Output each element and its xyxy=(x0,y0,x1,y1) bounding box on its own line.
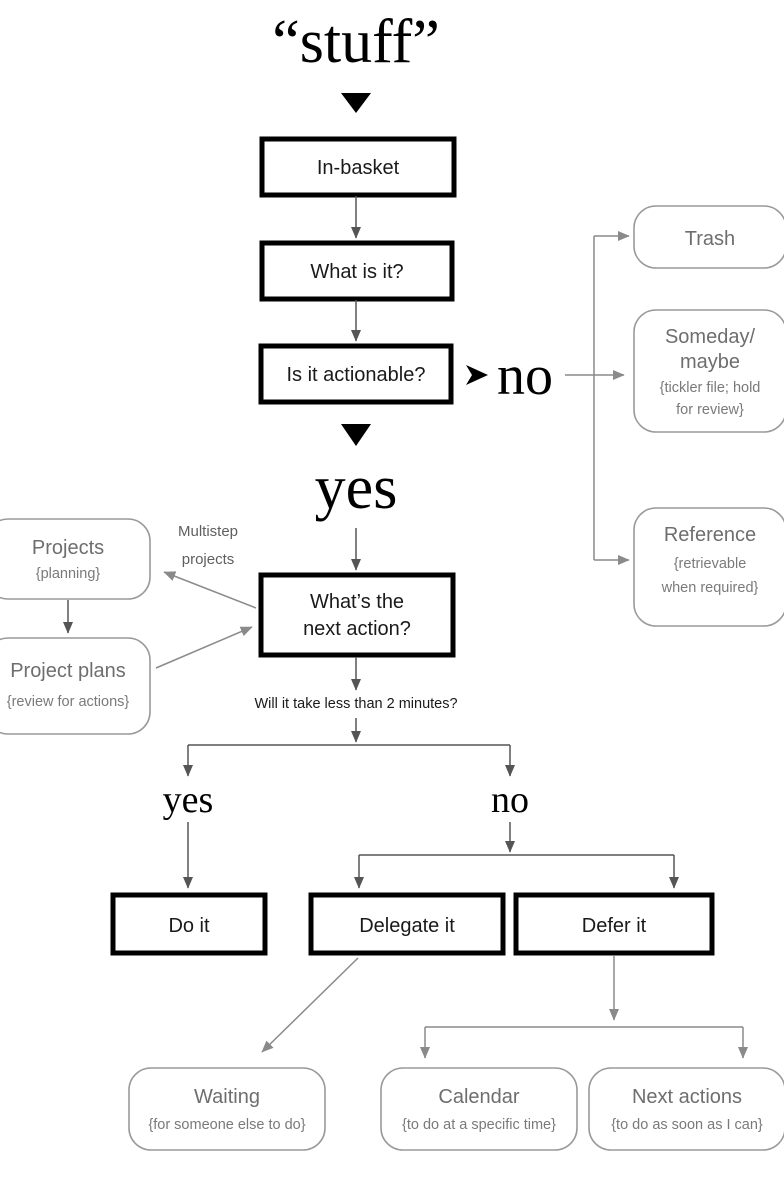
box-reference xyxy=(633,507,784,627)
box-someday-maybe-sub-line2: for review} xyxy=(676,402,744,418)
box-trash-label: Trash xyxy=(685,228,735,250)
box-is-it-actionable xyxy=(258,343,454,405)
box-someday-maybe xyxy=(633,309,784,433)
box-someday-maybe-sub-line1: {tickler file; hold xyxy=(660,380,761,396)
box-calendar-label: Calendar xyxy=(438,1086,520,1108)
box-defer-it-label: Defer it xyxy=(582,915,647,937)
arrow-delegate-to-waiting xyxy=(261,957,359,1053)
label-actionable-yes: yes xyxy=(315,454,398,522)
label-two-minute-no: no xyxy=(491,779,529,821)
box-next-actions-sub: {to do as soon as I can} xyxy=(611,1117,763,1133)
chevron-down-icon-title xyxy=(341,93,371,113)
box-waiting xyxy=(128,1067,326,1151)
box-calendar-sub: {to do at a specific time} xyxy=(402,1117,556,1133)
box-next-action-label-line2: next action? xyxy=(303,618,411,640)
label-two-minute-yes: yes xyxy=(163,779,214,821)
box-trash xyxy=(633,205,784,269)
box-next-actions-label: Next actions xyxy=(632,1086,742,1108)
note-multistep-line2: projects xyxy=(182,551,235,568)
box-in-basket-label: In-basket xyxy=(317,157,400,179)
box-next-actions xyxy=(588,1067,784,1151)
box-projects-sub: {planning} xyxy=(36,566,101,582)
box-next-action-label-line1: What’s the xyxy=(310,591,404,613)
arrowhead-to-no xyxy=(466,365,488,385)
box-calendar xyxy=(380,1067,578,1151)
box-projects-label: Projects xyxy=(32,537,104,559)
box-next-action xyxy=(258,572,456,658)
arrow-next-action-to-projects xyxy=(163,571,257,609)
box-waiting-label: Waiting xyxy=(194,1086,260,1108)
box-delegate-it-label: Delegate it xyxy=(359,915,455,937)
box-waiting-sub: {for someone else to do} xyxy=(148,1117,305,1133)
box-is-it-actionable-label: Is it actionable? xyxy=(287,364,426,386)
box-reference-label: Reference xyxy=(664,524,756,546)
box-project-plans-sub: {review for actions} xyxy=(7,694,130,710)
box-someday-maybe-label-line2: maybe xyxy=(680,351,740,373)
arrow-project-plans-to-next-action xyxy=(155,626,253,669)
box-project-plans xyxy=(0,637,151,735)
box-defer-it xyxy=(513,892,715,956)
diagram-title: “stuff” xyxy=(272,8,440,76)
box-do-it xyxy=(110,892,268,956)
box-do-it-label: Do it xyxy=(168,915,210,937)
note-multistep-line1: Multistep xyxy=(178,523,238,540)
box-projects xyxy=(0,518,151,600)
label-two-minute-question: Will it take less than 2 minutes? xyxy=(254,696,457,712)
box-what-is-it xyxy=(259,240,455,302)
box-delegate-it xyxy=(308,892,506,956)
box-in-basket xyxy=(259,136,457,198)
box-someday-maybe-label-line1: Someday/ xyxy=(665,326,755,348)
box-what-is-it-label: What is it? xyxy=(310,261,403,283)
box-reference-sub-line2: when required} xyxy=(661,580,759,596)
box-reference-sub-line1: {retrievable xyxy=(674,556,747,572)
chevron-down-icon-yes xyxy=(341,424,371,446)
label-actionable-no: no xyxy=(497,345,553,407)
box-project-plans-label: Project plans xyxy=(10,660,126,682)
